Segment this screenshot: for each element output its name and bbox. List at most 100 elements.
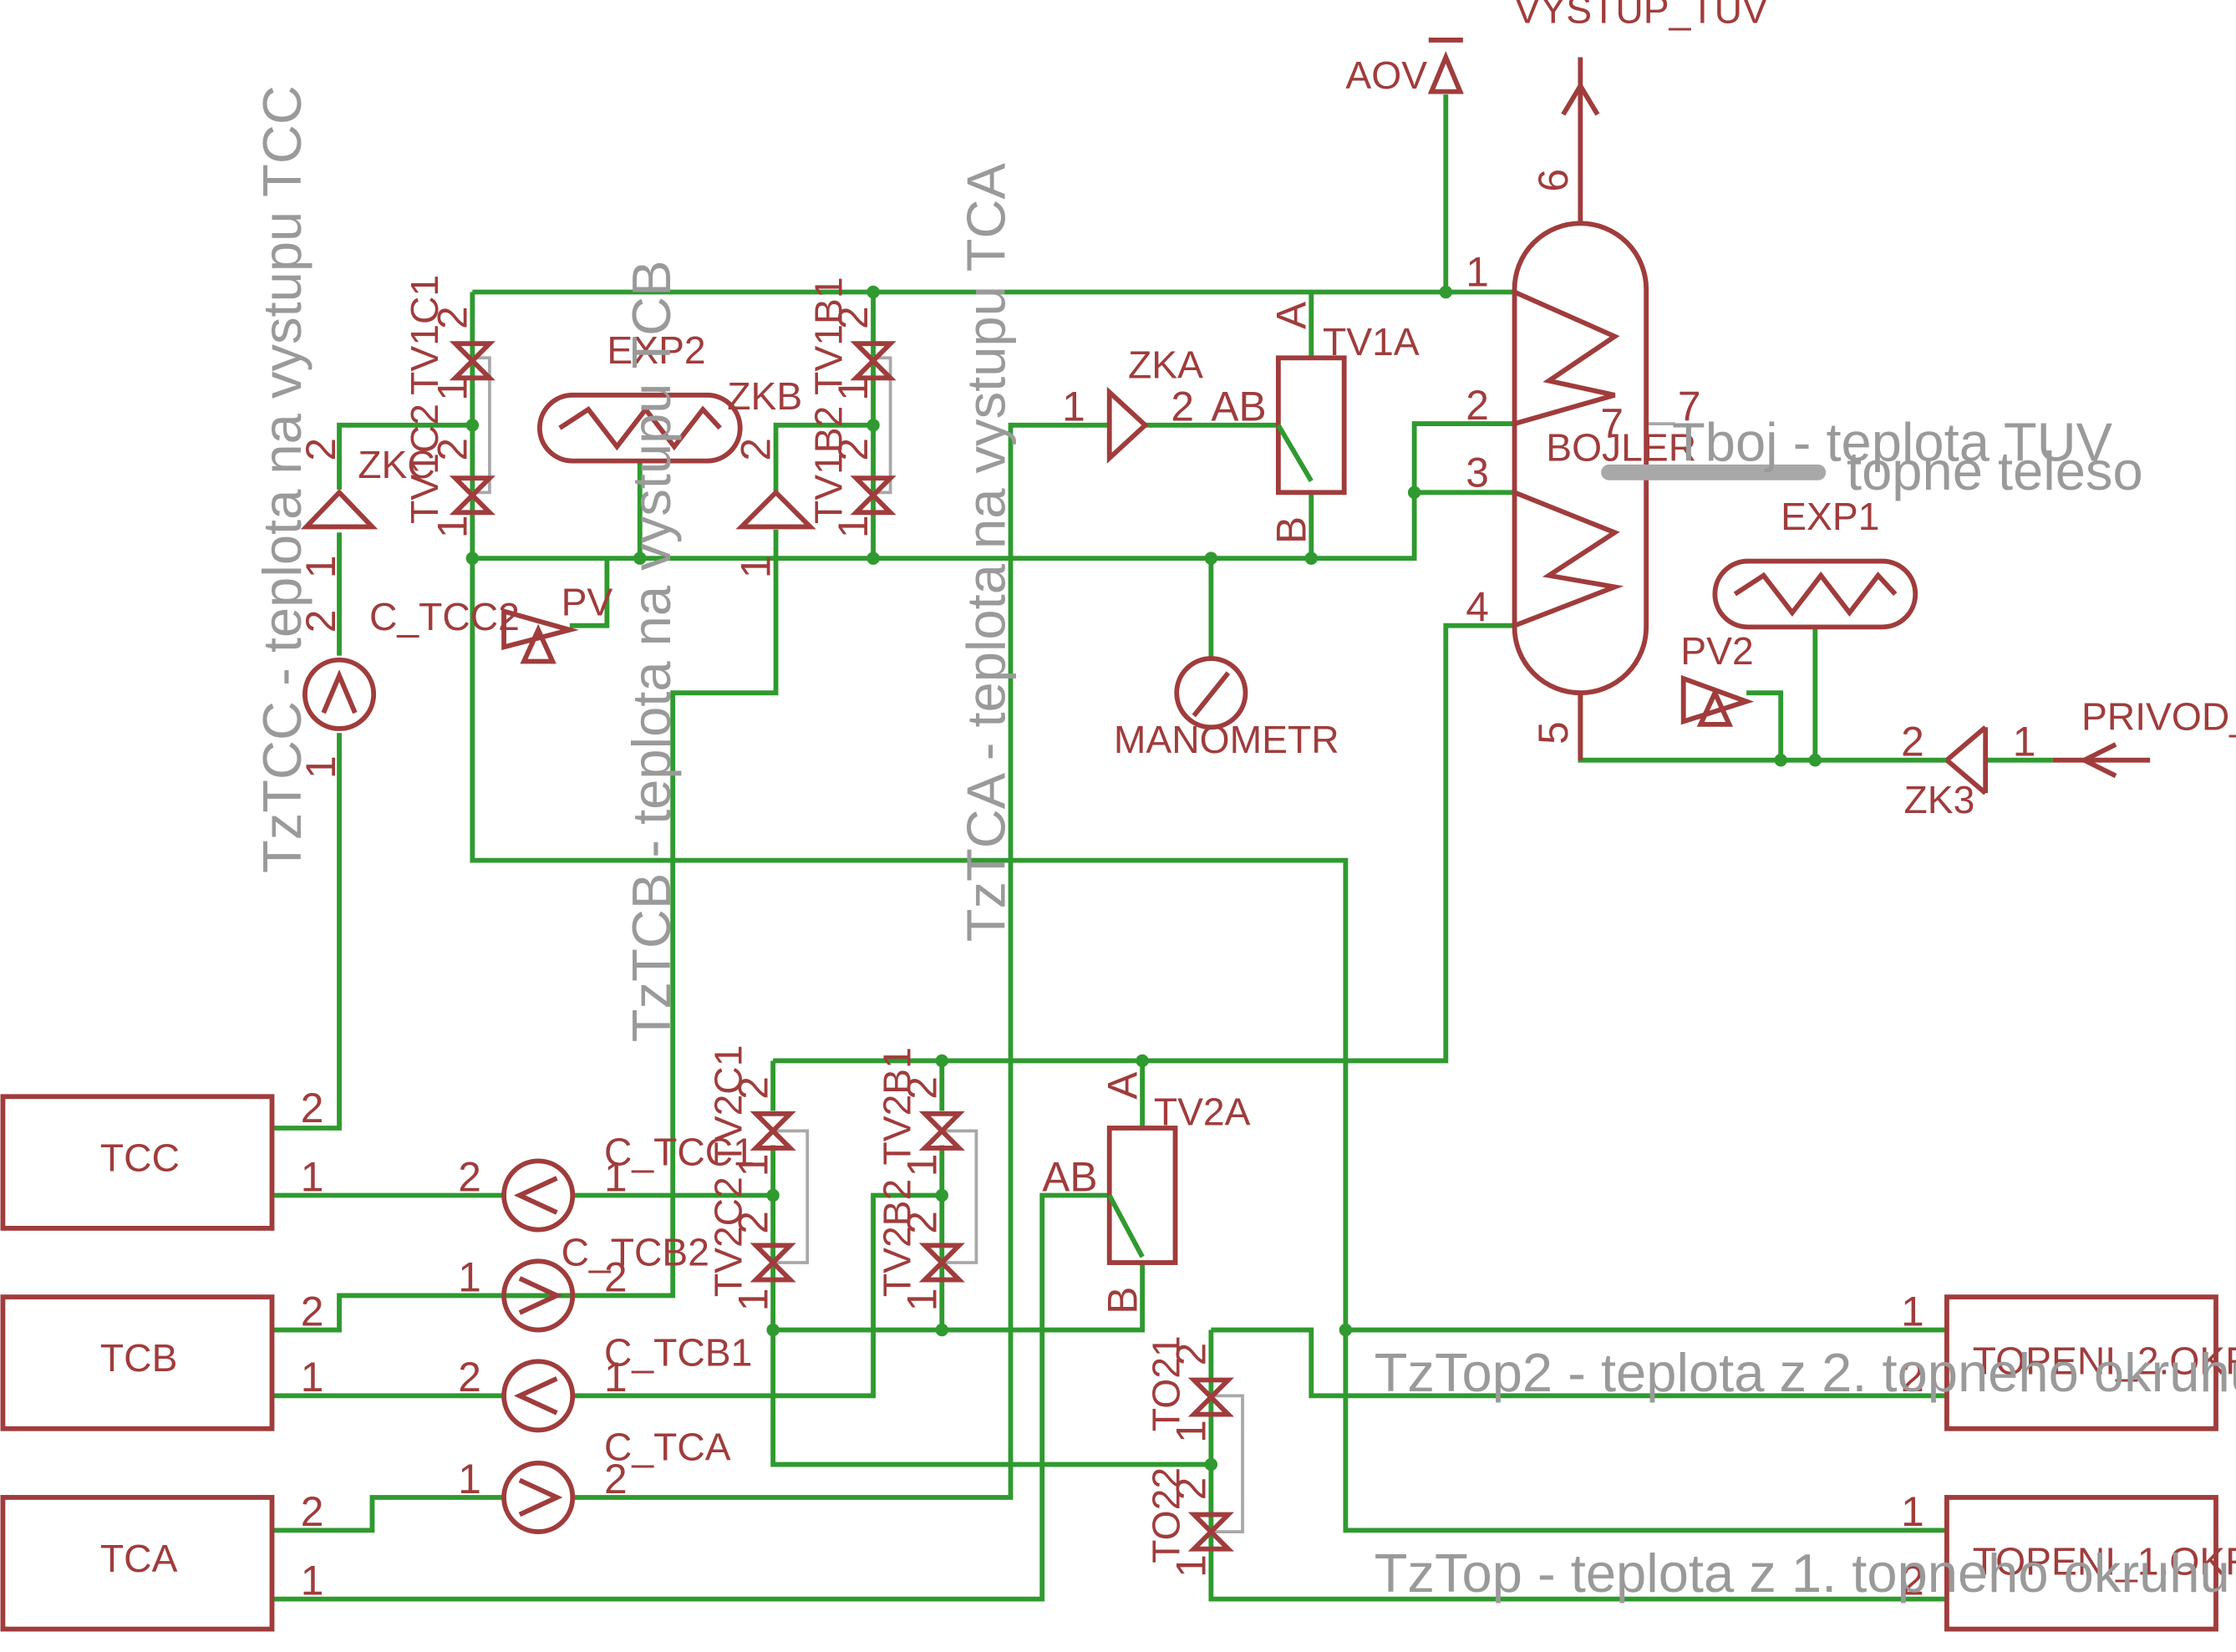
zka-label: ZKA [1128, 343, 1203, 386]
pin-1-zka: 1 [1062, 384, 1085, 430]
pin-a-tv1a: A [1268, 301, 1314, 329]
tv1a-valve [1275, 355, 1347, 496]
exp1-vessel [1712, 558, 1918, 630]
pin-2-to22: 2 [1168, 1477, 1215, 1501]
pin-1-c-tcb2: 1 [458, 1253, 481, 1300]
tv2b1-valve [918, 1111, 965, 1151]
pin-1-tv1b1: 1 [830, 378, 877, 401]
tcc-label: TCC [100, 1136, 180, 1179]
pin-1-c-tcc2: 1 [297, 755, 344, 779]
wires [272, 94, 2053, 1602]
tztca-sensor-label: TzTCA - teplota na vystupu TCA [956, 162, 1017, 942]
exp2-label: EXP2 [607, 328, 705, 372]
manometr-gauge-icon [1174, 656, 1248, 730]
pump-c-tcc2 [302, 657, 377, 731]
pin-2-c-tcc2: 2 [297, 610, 344, 633]
tv2b1-label: TV2B1 [876, 1047, 919, 1165]
pin-2-tv1b2: 2 [830, 438, 877, 461]
tcb-label: TCB [100, 1336, 178, 1380]
pin-2-c-tcb1: 2 [458, 1354, 481, 1400]
tv2b2-valve [918, 1243, 965, 1283]
to22-label: TO22 [1145, 1467, 1188, 1563]
zkb-check-valve [735, 489, 816, 530]
pin-6: 6 [1530, 169, 1577, 192]
tv2a-valve [1106, 1126, 1178, 1265]
tca-label: TCA [100, 1537, 178, 1580]
pin-2-topeni-2: 2 [1901, 1354, 1924, 1400]
c-tcc2-label: C_TCC2 [369, 595, 520, 638]
pin-1-tca: 1 [301, 1557, 324, 1604]
c-tca-label: C_TCA [604, 1425, 731, 1468]
bojler-tank [1512, 221, 1649, 760]
aov-symbol [1427, 38, 1464, 94]
pin-2-zka: 2 [1171, 384, 1194, 430]
vystup-tuv-label: VYSTUP_TUV [1515, 0, 1768, 31]
pin-1-tcc: 1 [301, 1153, 324, 1200]
tv2c2-valve [750, 1243, 796, 1283]
pin-1-zk3: 1 [2013, 719, 2036, 765]
pin-1-tv1c1: 1 [429, 378, 476, 401]
pin-1-tv2c1: 1 [729, 1154, 776, 1177]
exp2-vessel [536, 392, 743, 464]
pin-2-tcc: 2 [301, 1085, 324, 1131]
zkb-label: ZKB [727, 374, 802, 418]
tv1c2-label: TV1C2 [403, 404, 446, 524]
tztop2-sensor-label: TzTop2 - teplota z 2. topneho okruhu [1375, 1342, 2236, 1403]
zka-check-valve [1106, 386, 1149, 464]
zkc-check-valve [300, 489, 379, 530]
pin-ab-tv2a: AB [1042, 1153, 1097, 1200]
pin-7-a: 7 [1678, 384, 1701, 430]
tztcc-sensor-label: TzTCC - teplota na vystupu TCC [252, 85, 313, 873]
pump-c-tcb2 [501, 1258, 576, 1333]
topeni-2-label: TOPENI_2.OKRUH [1973, 1339, 2236, 1383]
pin-2-zkc: 2 [297, 438, 344, 461]
pin-2-tcb: 2 [301, 1288, 324, 1334]
pin-1-tv2b1: 1 [898, 1154, 945, 1177]
pin-1-c-tcc1: 1 [604, 1153, 628, 1200]
pin-2-zkb: 2 [733, 438, 780, 461]
tcc-box [0, 1094, 275, 1231]
topne-teleso-label: topne teleso [1847, 440, 2143, 501]
pin-1-to22: 1 [1168, 1554, 1215, 1578]
pin-b-tv1a: B [1268, 516, 1314, 544]
pin-5-bojler: 5 [1530, 721, 1577, 745]
pin-1-topeni-1: 1 [1901, 1488, 1924, 1535]
sensor-links [472, 356, 1675, 1533]
pin-2-bojler: 2 [1466, 382, 1489, 429]
tv2a-label: TV2A [1154, 1090, 1251, 1134]
c-tcc1-label: C_TCC1 [604, 1131, 755, 1174]
tv2c1-valve [750, 1111, 796, 1151]
c-tcb1-label: C_TCB1 [604, 1330, 752, 1374]
tztop-sensor-label: TzTop - teplota z 1. topneho okruhu [1375, 1543, 2230, 1604]
pin-1-tv2b2: 1 [898, 1289, 945, 1312]
tboj-sensor-label: Tboj - teplota TUV [1672, 412, 2113, 473]
pin-2-tv2b2: 2 [898, 1211, 945, 1234]
zkc-label: ZKC [358, 443, 435, 486]
privod-suv-arrow-icon [2052, 742, 2151, 779]
tv1b1-label: TV1B1 [806, 277, 850, 394]
pin-1-to21: 1 [1168, 1420, 1215, 1443]
tv2b2-label: TV2B2 [876, 1179, 919, 1297]
pin-1-tv2c2: 1 [729, 1289, 776, 1312]
pin-2-c-tcc1: 2 [458, 1153, 481, 1200]
pin-7-b: 7 [1600, 400, 1624, 447]
pin-1-zkc: 1 [297, 555, 344, 578]
pin-2-zk3: 2 [1901, 719, 1924, 765]
tv2c2-label: TV2C2 [706, 1177, 750, 1297]
pin-1-tv1b2: 1 [830, 516, 877, 539]
to21-label: TO21 [1145, 1335, 1188, 1431]
pin-2-tv2c1: 2 [729, 1076, 776, 1100]
pin-1-tcb: 1 [301, 1354, 324, 1400]
tv1a-label: TV1A [1323, 320, 1420, 363]
pin-2-c-tcb2: 2 [604, 1253, 628, 1300]
aov-label: AOV [1345, 53, 1427, 97]
pin-2-tv1c2: 2 [429, 438, 476, 461]
topeni-1-box [1944, 1495, 2218, 1632]
pump-c-tcc1 [501, 1158, 576, 1233]
tcb-box [0, 1294, 275, 1431]
pump-c-tca [501, 1460, 576, 1535]
pin-3-bojler: 3 [1466, 449, 1489, 496]
pv-label: PV [562, 581, 613, 624]
tv1c1-label: TV1C1 [403, 275, 446, 395]
